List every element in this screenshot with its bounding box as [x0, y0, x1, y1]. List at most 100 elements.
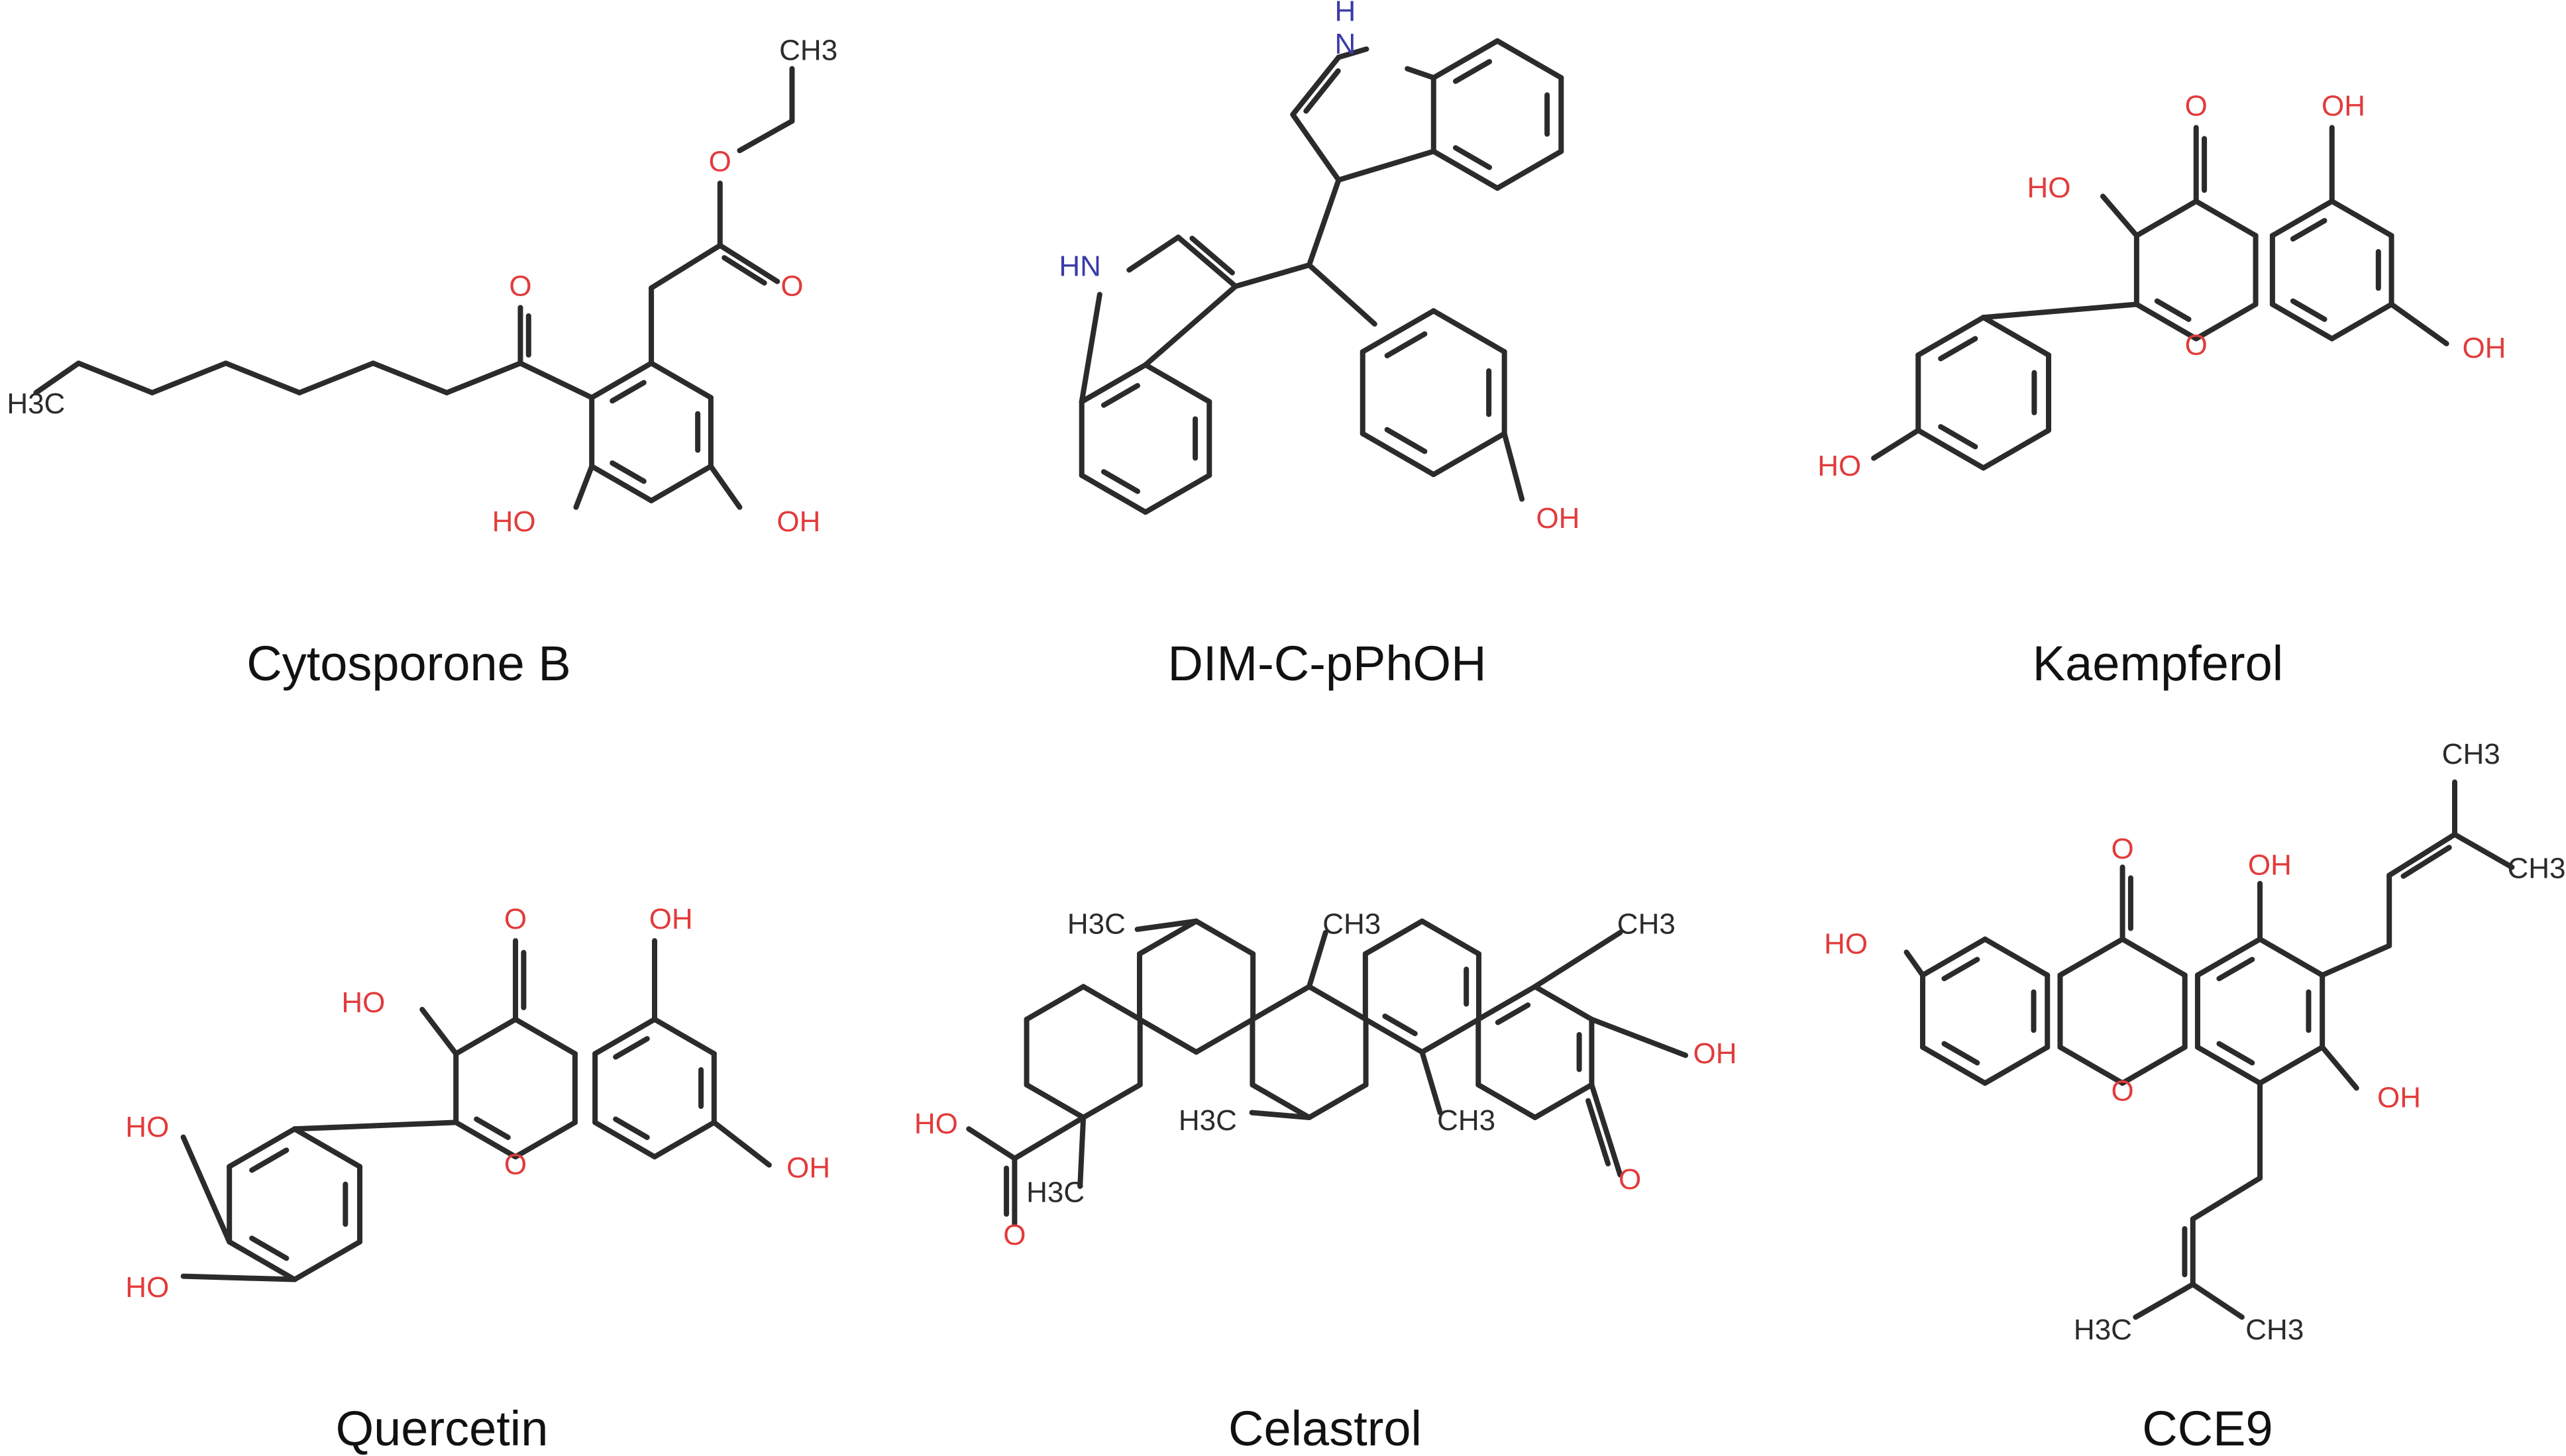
ring-bond — [1193, 918, 1256, 957]
ring-bond — [453, 1119, 519, 1160]
ring-bond — [592, 1016, 657, 1057]
ring-bond — [292, 1239, 362, 1282]
ring-bond — [2257, 936, 2325, 978]
ring-bond — [2119, 1044, 2188, 1086]
double-bond — [1290, 54, 1342, 117]
ring-double-bond — [249, 1235, 290, 1261]
methyl-label: H3C — [2074, 1314, 2132, 1346]
bond — [1307, 177, 1342, 268]
ring-bond — [1915, 315, 1986, 358]
ring-bond — [2329, 198, 2394, 238]
bond — [1077, 1115, 1087, 1189]
ring-double-bond — [1452, 145, 1493, 170]
ring-bond — [2257, 1044, 2325, 1086]
ring-bond — [589, 360, 655, 401]
ester-ether-oxygen: O — [709, 146, 731, 178]
bond — [2190, 1175, 2263, 1222]
ester-oxygen: O — [780, 270, 803, 302]
ring-bond — [1980, 315, 2052, 358]
ring-bond — [1024, 984, 1087, 1022]
ring-double-bond — [2216, 1041, 2255, 1066]
ring-bond — [2119, 936, 2188, 978]
ring-bond — [2057, 936, 2125, 978]
methyl-label: CH3 — [779, 34, 837, 67]
double-bond — [1189, 235, 1235, 276]
ring-oxygen: O — [2185, 329, 2208, 361]
ester-carbonyl — [717, 242, 780, 284]
bond — [708, 463, 743, 510]
acid-oxygen: O — [1003, 1219, 1026, 1251]
ring-bond — [292, 1126, 362, 1170]
bond — [737, 118, 795, 154]
ring-bond — [1079, 362, 1148, 405]
ketone-oxygen: O — [2185, 90, 2208, 123]
bond — [2100, 193, 2139, 238]
bond — [966, 1126, 1018, 1161]
hydroxyl: HO — [492, 505, 536, 538]
ring-double-bond — [1382, 1014, 1418, 1037]
bond — [1079, 291, 1102, 405]
ring-bond — [1532, 1082, 1595, 1121]
nitrogen-label: N — [1334, 28, 1356, 60]
nitrogen-hydrogen: H — [1334, 0, 1356, 27]
ring-bond — [1919, 936, 1988, 978]
ring-bond — [2133, 198, 2199, 238]
ring-bond — [1430, 431, 1507, 478]
hydroxyl: OH — [1693, 1037, 1737, 1070]
ring-bond — [1532, 984, 1595, 1022]
ring-bond — [513, 1016, 578, 1057]
chain-bond — [370, 360, 450, 395]
methyl-label: CH3 — [1617, 908, 1676, 941]
ring-oxygen: O — [504, 1149, 527, 1181]
double-bond — [2386, 831, 2457, 878]
bond — [1903, 949, 1925, 978]
ring-bond — [589, 463, 655, 503]
ring-bond — [1915, 427, 1986, 471]
hydroxyl: OH — [1536, 502, 1579, 535]
bond — [1012, 1115, 1087, 1161]
bond — [180, 1134, 233, 1245]
ring-double-bond — [1938, 424, 1978, 450]
methyl-label: CH3 — [1322, 908, 1381, 941]
ring-bond — [2329, 301, 2394, 342]
caption-cce9: CCE9 — [2142, 1401, 2273, 1456]
hydroxyl: HO — [1817, 450, 1861, 482]
chain-bond — [223, 360, 303, 395]
bond — [1589, 1016, 1689, 1059]
bond — [180, 1273, 297, 1282]
chain-bond — [149, 360, 229, 395]
ring-bond — [1419, 918, 1481, 957]
ring-bond — [1982, 1044, 2051, 1086]
bond — [419, 1006, 459, 1057]
ring-bond — [1193, 1016, 1256, 1055]
ring-bond — [649, 463, 714, 503]
ring-bond — [652, 1119, 717, 1160]
ring-double-bond — [613, 1116, 650, 1140]
ring-double-bond — [1941, 957, 1980, 982]
bond — [517, 360, 595, 401]
ring-double-bond — [1100, 469, 1140, 494]
ring-double-bond — [1384, 331, 1428, 358]
ring-double-bond — [2154, 298, 2192, 322]
bond — [1232, 262, 1312, 289]
ring-bond — [227, 1239, 297, 1282]
chain-bond — [444, 360, 523, 395]
methyl-label: CH3 — [2442, 738, 2500, 770]
bond — [1405, 66, 1436, 81]
ring-bond — [1419, 1016, 1481, 1055]
bond — [1290, 111, 1342, 183]
ring-double-bond — [1495, 1002, 1531, 1025]
ring-bond — [1079, 472, 1148, 515]
ring-double-bond — [474, 1116, 511, 1140]
bond — [711, 1119, 772, 1168]
ring-bond — [2269, 198, 2335, 238]
double-bond — [1303, 68, 1341, 114]
ring-bond — [1430, 308, 1507, 355]
ring-bond — [1430, 148, 1501, 191]
